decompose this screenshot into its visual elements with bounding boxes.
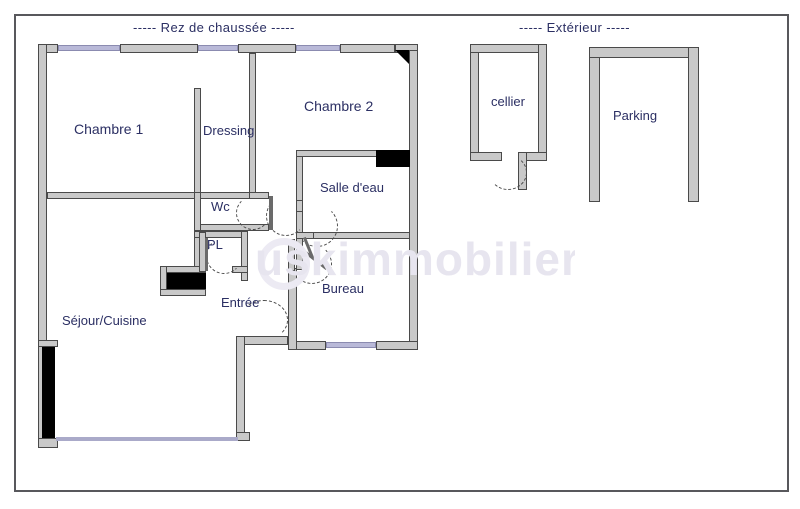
wall-bureau-bottom-left: [296, 341, 326, 350]
caption-exterior: ----- Extérieur -----: [519, 20, 630, 35]
wall-cellier-top: [470, 44, 547, 53]
wall-exterior-right: [409, 50, 418, 350]
door-arc-entree: [240, 300, 288, 340]
wall-sejour-stub-bottom: [160, 289, 206, 296]
wall-entree-left: [236, 336, 245, 441]
wall-chambre1-bottom: [47, 192, 201, 199]
room-label-wc: Wc: [211, 199, 230, 214]
door-leaf-pl: [205, 238, 208, 271]
wall-top-seg-b: [238, 44, 296, 53]
opening-sejour-left: [42, 345, 55, 440]
wall-salledeau-top: [296, 150, 380, 157]
room-label-pl: PL: [207, 237, 223, 252]
wall-cellier-left: [470, 44, 479, 161]
window-sejour-bottom: [56, 437, 238, 441]
room-label-chambre2: Chambre 2: [304, 98, 374, 114]
door-arc-dressing: [266, 196, 306, 236]
wall-chambre1-dressing: [194, 88, 201, 196]
door-arc-bureau: [292, 244, 332, 284]
door-arc-salledeau: [296, 205, 338, 247]
room-label-bureau: Bureau: [322, 281, 364, 296]
wall-pl-right: [241, 231, 248, 281]
window-top-2: [198, 45, 238, 51]
wall-parking-top: [589, 47, 699, 58]
window-bureau-bottom: [326, 342, 376, 348]
room-label-dressing: Dressing: [203, 123, 255, 138]
room-label-sejour: Séjour/Cuisine: [62, 313, 147, 328]
room-label-cellier: cellier: [491, 94, 525, 109]
room-label-parking: Parking: [613, 108, 658, 123]
wall-top-seg-a: [120, 44, 198, 53]
room-label-salledeau: Salle d'eau: [320, 180, 384, 195]
window-top-3: [296, 45, 340, 51]
room-label-entree: Entrée: [221, 295, 260, 310]
wall-cellier-right: [538, 44, 547, 161]
door-leaf-dressing: [269, 196, 273, 230]
builtin-sejour-black: [167, 273, 206, 289]
plan-frame: [14, 14, 789, 492]
wall-parking-right: [688, 47, 699, 202]
caption-ground-floor: ----- Rez de chaussée -----: [133, 20, 295, 35]
door-arc-cellier: [489, 155, 527, 190]
wall-bay-bottom-cap: [38, 438, 58, 448]
wall-bureau-bottom-right: [376, 341, 418, 350]
wall-wc-left: [194, 192, 201, 231]
wall-entree-bottom-stub: [236, 432, 250, 441]
wall-parking-left: [589, 47, 600, 202]
wall-top-seg-c: [340, 44, 395, 53]
window-top-1: [58, 45, 120, 51]
wall-bay-top-cap: [38, 340, 58, 347]
opening-salledeau-black: [376, 150, 410, 167]
door-arc-wc: [236, 196, 270, 230]
room-label-chambre1: Chambre 1: [74, 121, 144, 137]
corner-chamfer-fill: [395, 50, 413, 68]
